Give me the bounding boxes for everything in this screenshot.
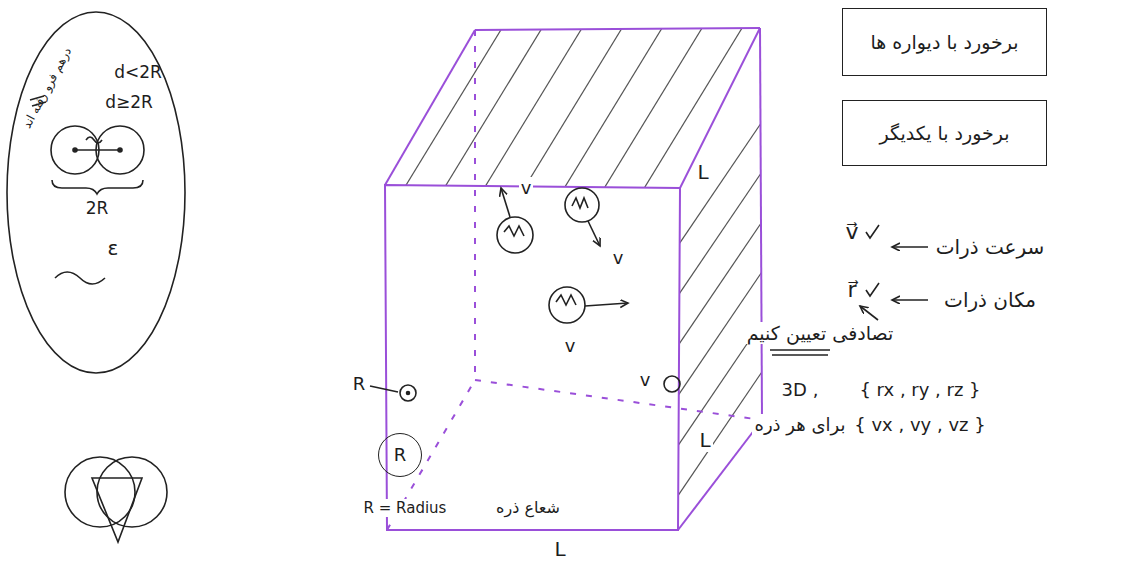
note-text: سرعت ذرات [934,235,1047,259]
annotation-marks [892,299,928,301]
particles [400,385,416,401]
sketch-text: ε [108,236,119,260]
overlap-sketch [75,149,120,151]
box-hatching [400,15,510,195]
vector-symbol: r⃗ [845,277,858,303]
box-edges [385,28,762,530]
topic-box: برخورد با دیواره ها [842,8,1047,76]
component-list: { vx , vy , vz } [852,414,987,436]
circle-label: R [394,444,407,466]
overlap-sketch [55,272,105,284]
component-list: { rx , ry , rz } [857,379,982,401]
box-edges [678,420,762,530]
particles [588,221,600,246]
particles [501,188,510,217]
particles [585,303,628,306]
overlap-sketch [65,457,135,527]
overlap-sketch [86,137,102,143]
box-hatching [640,15,750,195]
velocity-label: v [611,247,626,269]
dimension-label: L [697,428,712,452]
box-edges [385,185,680,530]
particles [556,295,576,305]
box-hatching [400,15,790,550]
overlap-oval: d<2R درهم فرو رفته اند d≥2R 2R ε [5,10,187,375]
particles [370,386,398,392]
box-hatching [600,15,710,195]
overlap-sketch [52,180,143,194]
box-hatching [680,15,790,195]
oval-outline [7,12,185,373]
note-text: مکان ذرات [942,288,1038,312]
box-hatching [440,15,550,195]
note-text: R = Radius [362,499,449,517]
box-edges [474,30,476,380]
dimension-label: L [695,160,710,184]
sketch-text: 2R [86,198,109,218]
annotation-marks [866,225,879,238]
particles [565,188,599,222]
overlap-sketch [118,148,122,152]
sketch-text: d<2R [114,62,162,82]
velocity-label: v [638,369,653,391]
box-hatching [520,15,630,195]
annotation-marks [892,246,928,248]
box-hatching [400,15,790,195]
box-title: برخورد با یکدیگر [879,122,1009,145]
particles [549,287,585,323]
vector-symbol: v⃗ [843,219,860,245]
note-text: برای هر ذره [752,414,847,436]
annotation-marks [772,354,828,356]
particles [664,376,680,392]
annotation-marks [866,283,879,296]
overlap-sketch [73,148,77,152]
box-edges [475,380,762,420]
sketch-text: درهم فرو رفته اند [20,45,75,131]
note-text: 3D , [780,379,821,401]
box-edges [475,28,760,30]
radius-label: R [351,373,368,395]
box-hatching [480,15,590,195]
note-text: تصادفی تعیین کنیم [745,322,896,345]
box-edges [760,28,762,420]
particles [370,188,680,401]
radius-circle: R [378,433,422,477]
velocity-label: v [519,177,534,199]
particles [407,392,410,395]
overlap-sketch [30,96,167,542]
box-hatching [560,15,670,195]
note-text: شعاع ذره [494,498,562,517]
topic-box: برخورد با یکدیگر [842,100,1047,166]
particles [572,198,588,208]
sketch-text: d≥2R [105,92,153,112]
dimension-label: L [552,537,567,561]
annotation-marks [378,225,928,522]
annotation-marks [860,306,878,320]
annotation-marks [770,349,830,351]
particles [497,217,533,253]
box-edges [680,28,760,188]
box-edges [385,30,475,185]
particles [504,226,524,236]
velocity-label: v [563,335,578,357]
overlap-sketch [92,478,142,542]
box-title: برخورد با دیواره ها [871,31,1019,54]
